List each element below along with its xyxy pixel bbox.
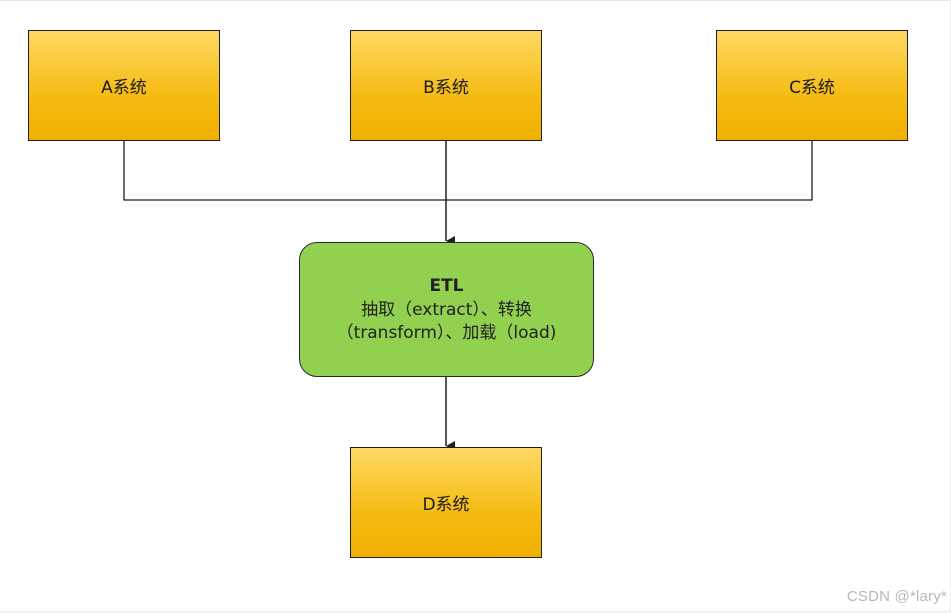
etl-description-line-2: （transform）、加载（load) [336,322,557,343]
system-c-box: C系统 [716,30,908,141]
etl-description-line-1: 抽取（extract）、转换 [361,299,532,320]
system-a-label: A系统 [101,78,147,98]
system-b-box: B系统 [350,30,542,141]
connector-a-to-bus [123,141,446,201]
system-d-box: D系统 [350,447,542,558]
system-c-label: C系统 [789,78,835,98]
frame-bottom-border [0,611,951,613]
system-b-label: B系统 [423,78,469,98]
etl-title: ETL [429,275,464,296]
system-a-box: A系统 [28,30,220,141]
etl-process-box: ETL 抽取（extract）、转换 （transform）、加载（load) [299,242,594,377]
connector-c-to-bus [446,141,813,201]
system-d-label: D系统 [422,495,470,515]
csdn-watermark: CSDN @*lary* [846,588,947,605]
frame-top-border [0,0,951,1]
